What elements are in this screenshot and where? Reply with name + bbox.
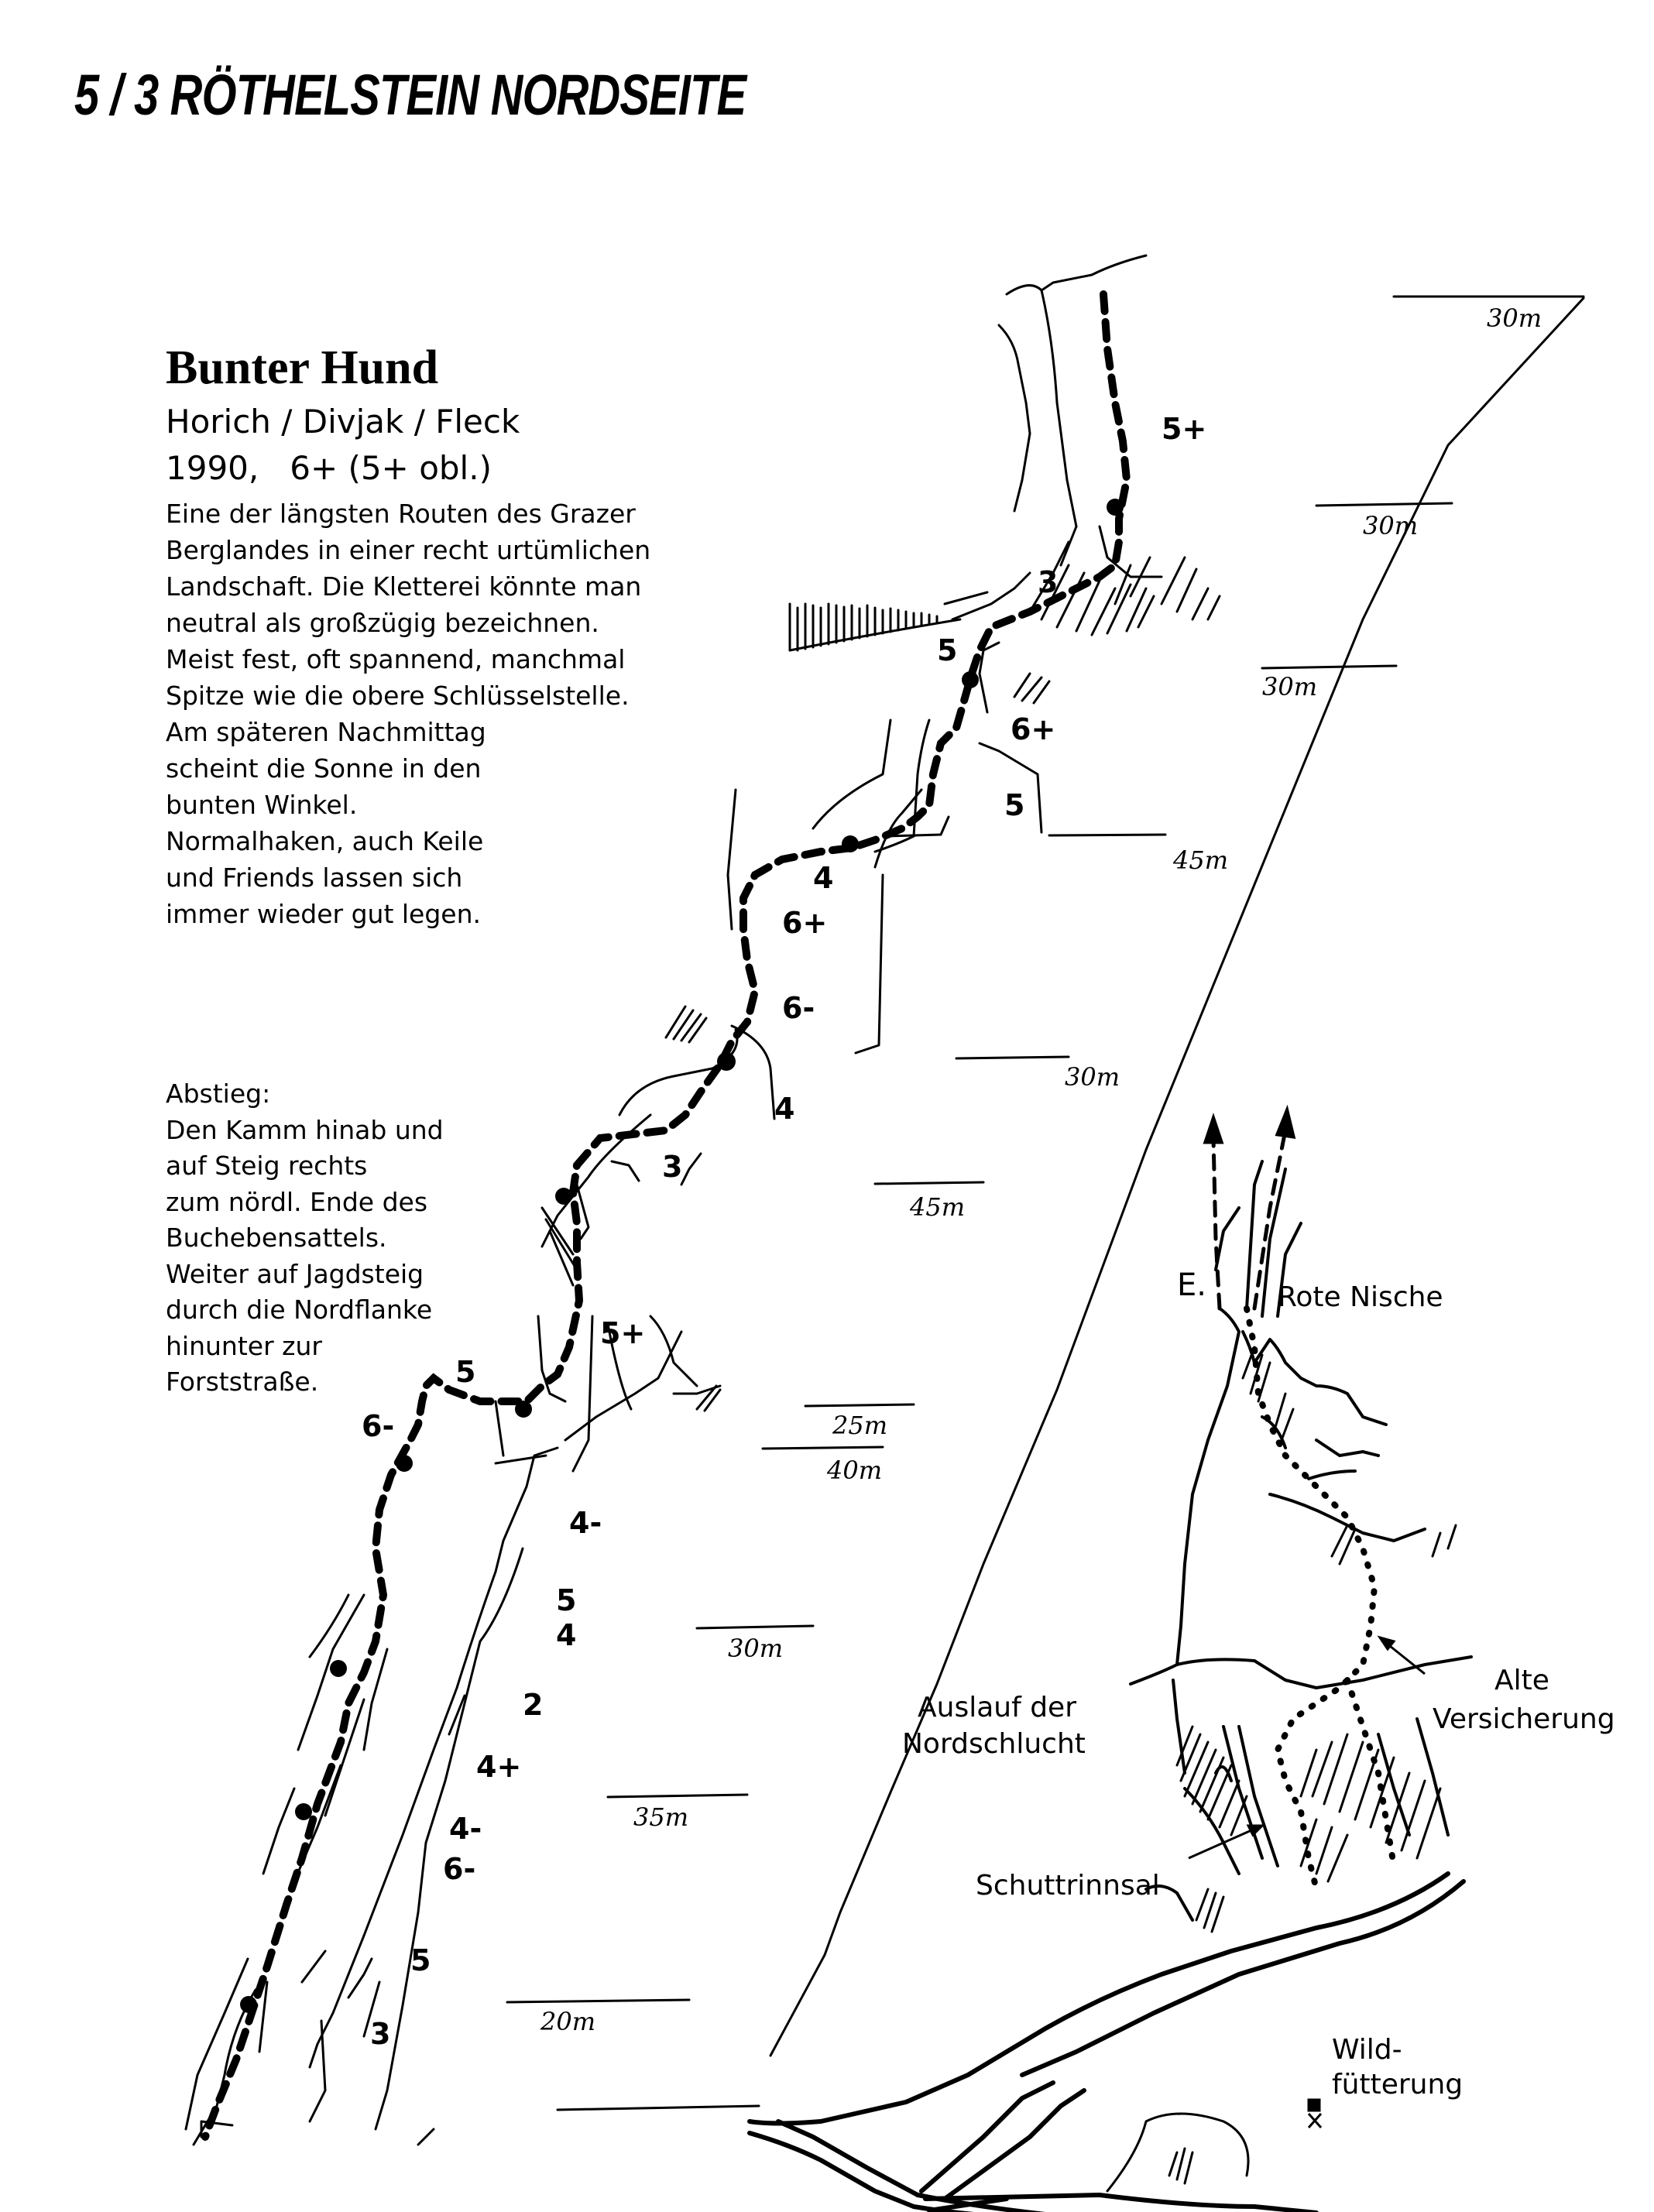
pitch-length-label: 25m: [832, 1411, 888, 1440]
schuttrinnsal-label: Schuttrinnsal: [976, 1870, 1160, 1902]
description-line: Spitze wie die obere Schlüsselstelle.: [166, 681, 630, 711]
pitch-scale-line: [769, 297, 1585, 2057]
descent-line: zum nördl. Ende des: [166, 1186, 428, 1217]
approach-trail-branch: [1344, 1677, 1397, 1869]
grade-label: 3: [370, 2017, 391, 2051]
grade-label: 4: [813, 861, 834, 895]
pitch-length-label: 30m: [1487, 304, 1542, 333]
belay-station-icon: [1107, 499, 1124, 516]
grade-label: 5: [1004, 788, 1025, 822]
pitch-length-label: 35m: [633, 1802, 689, 1832]
grade-label: 6-: [782, 991, 815, 1025]
wildfuetterung-label-line1: Wild-: [1332, 2034, 1402, 2066]
belay-markers: [240, 499, 1124, 2013]
description-line: Landschaft. Die Kletterei könnte man: [166, 571, 642, 602]
auslauf-label-line1: Auslauf der: [918, 1692, 1076, 1723]
description-line: und Friends lassen sich: [166, 863, 463, 893]
wildfuetterung-label-line2: fütterung: [1332, 2069, 1464, 2101]
belay-station-icon: [396, 1455, 413, 1472]
grade-label: 4-: [449, 1812, 482, 1846]
grade-label: 4-: [569, 1506, 602, 1540]
route-authors: Horich / Divjak / Fleck: [166, 403, 520, 441]
belay-station-icon: [515, 1401, 532, 1418]
belay-station-icon: [555, 1188, 572, 1205]
feeding-station-icon: [1307, 2098, 1323, 2128]
pitch-length-label: 45m: [910, 1192, 966, 1222]
descent-line: durch die Nordflanke: [166, 1295, 433, 1325]
pitch-length-label: 30m: [1262, 672, 1318, 701]
hatching-upper: [540, 540, 1221, 1412]
auslauf-label-line2: Nordschlucht: [902, 1728, 1086, 1760]
belay-station-icon: [962, 671, 979, 688]
alte-label: Alte: [1494, 1665, 1549, 1696]
grade-label: 5+: [1162, 412, 1207, 446]
rock-outline: [186, 255, 1163, 2146]
descent-line: Forststraße.: [166, 1367, 319, 1397]
arrow-up-icon: [1203, 1113, 1224, 1144]
description-line: Berglandes in einer recht urtümlichen: [166, 535, 651, 565]
pitch-length-label: 30m: [728, 1634, 784, 1663]
belay-station-icon: [717, 1052, 736, 1071]
page-title: 5 / 3 RÖTHELSTEIN NORDSEITE: [74, 63, 746, 127]
grade-label: 6+: [1011, 712, 1056, 746]
pitch-length-label: 20m: [540, 2007, 596, 2036]
wildfuetterung-area: [1106, 2112, 1250, 2193]
route-line: [201, 290, 1131, 2141]
grade-label: 6-: [443, 1852, 476, 1886]
description-line: bunten Winkel.: [166, 790, 358, 820]
grade-label: 5: [556, 1583, 577, 1617]
pointer-arrows: [1188, 1635, 1426, 1860]
description-line: neutral als großzügig bezeichnen.: [166, 608, 599, 638]
belay-station-icon: [330, 1660, 347, 1677]
grade-label: 4: [774, 1092, 795, 1126]
grade-label: 5: [937, 633, 958, 667]
entry-label: E.: [1177, 1267, 1206, 1303]
arrow-up-icon: [1275, 1104, 1296, 1140]
route-description: Eine der längsten Routen des Grazer Berg…: [166, 496, 650, 932]
description-line: Meist fest, oft spannend, manchmal: [166, 644, 626, 674]
belay-station-icon: [240, 1996, 257, 2013]
descent-line: Den Kamm hinab und: [166, 1114, 444, 1145]
descent-line: auf Steig rechts: [166, 1151, 368, 1181]
description-line: immer wieder gut legen.: [166, 899, 482, 929]
topout-arrows: [1203, 1104, 1296, 1311]
route-year-grade: 1990, 6+ (5+ obl.): [166, 449, 492, 487]
pitch-length-label: 45m: [1173, 845, 1229, 875]
grade-label: 4: [556, 1618, 577, 1652]
description-line: Normalhaken, auch Keile: [166, 826, 484, 856]
versicherung-label: Versicherung: [1433, 1703, 1615, 1735]
description-line: Am späteren Nachmittag: [166, 717, 486, 747]
description-line: scheint die Sonne in den: [166, 753, 482, 784]
grade-label: 5+: [600, 1316, 646, 1350]
descent-line: hinunter zur: [166, 1330, 322, 1361]
approach-trail: [1244, 1305, 1378, 1892]
grade-label: 3: [662, 1150, 683, 1184]
descent-line: Buchebensattels.: [166, 1223, 387, 1253]
route-name: Bunter Hund: [166, 341, 439, 394]
pitch-length-label: 30m: [1065, 1062, 1120, 1092]
grade-label: 6-: [362, 1409, 395, 1443]
belay-station-icon: [842, 835, 859, 852]
pitch-ticks: [506, 295, 1585, 2111]
descent-line: Weiter auf Jagdsteig: [166, 1258, 424, 1289]
grade-label: 2: [523, 1688, 544, 1722]
descent-description: Abstieg: Den Kamm hinab und auf Steig re…: [166, 1076, 444, 1401]
grade-label: 5: [410, 1943, 431, 1977]
pitch-length-label: 30m: [1363, 511, 1419, 540]
approach-map-outline: [1129, 1160, 1473, 1922]
belay-station-icon: [295, 1803, 312, 1820]
rote-nische-label: Rote Nische: [1278, 1281, 1443, 1313]
forest-road: [747, 1871, 1466, 2212]
grade-label: 4+: [476, 1750, 522, 1784]
grade-label: 5: [455, 1355, 476, 1389]
description-line: Eine der längsten Routen des Grazer: [166, 499, 636, 529]
pitch-length-label: 40m: [827, 1456, 883, 1485]
grade-label: 6+: [782, 906, 828, 940]
descent-line: Abstieg:: [166, 1079, 271, 1109]
grade-label: 3: [1038, 565, 1059, 599]
